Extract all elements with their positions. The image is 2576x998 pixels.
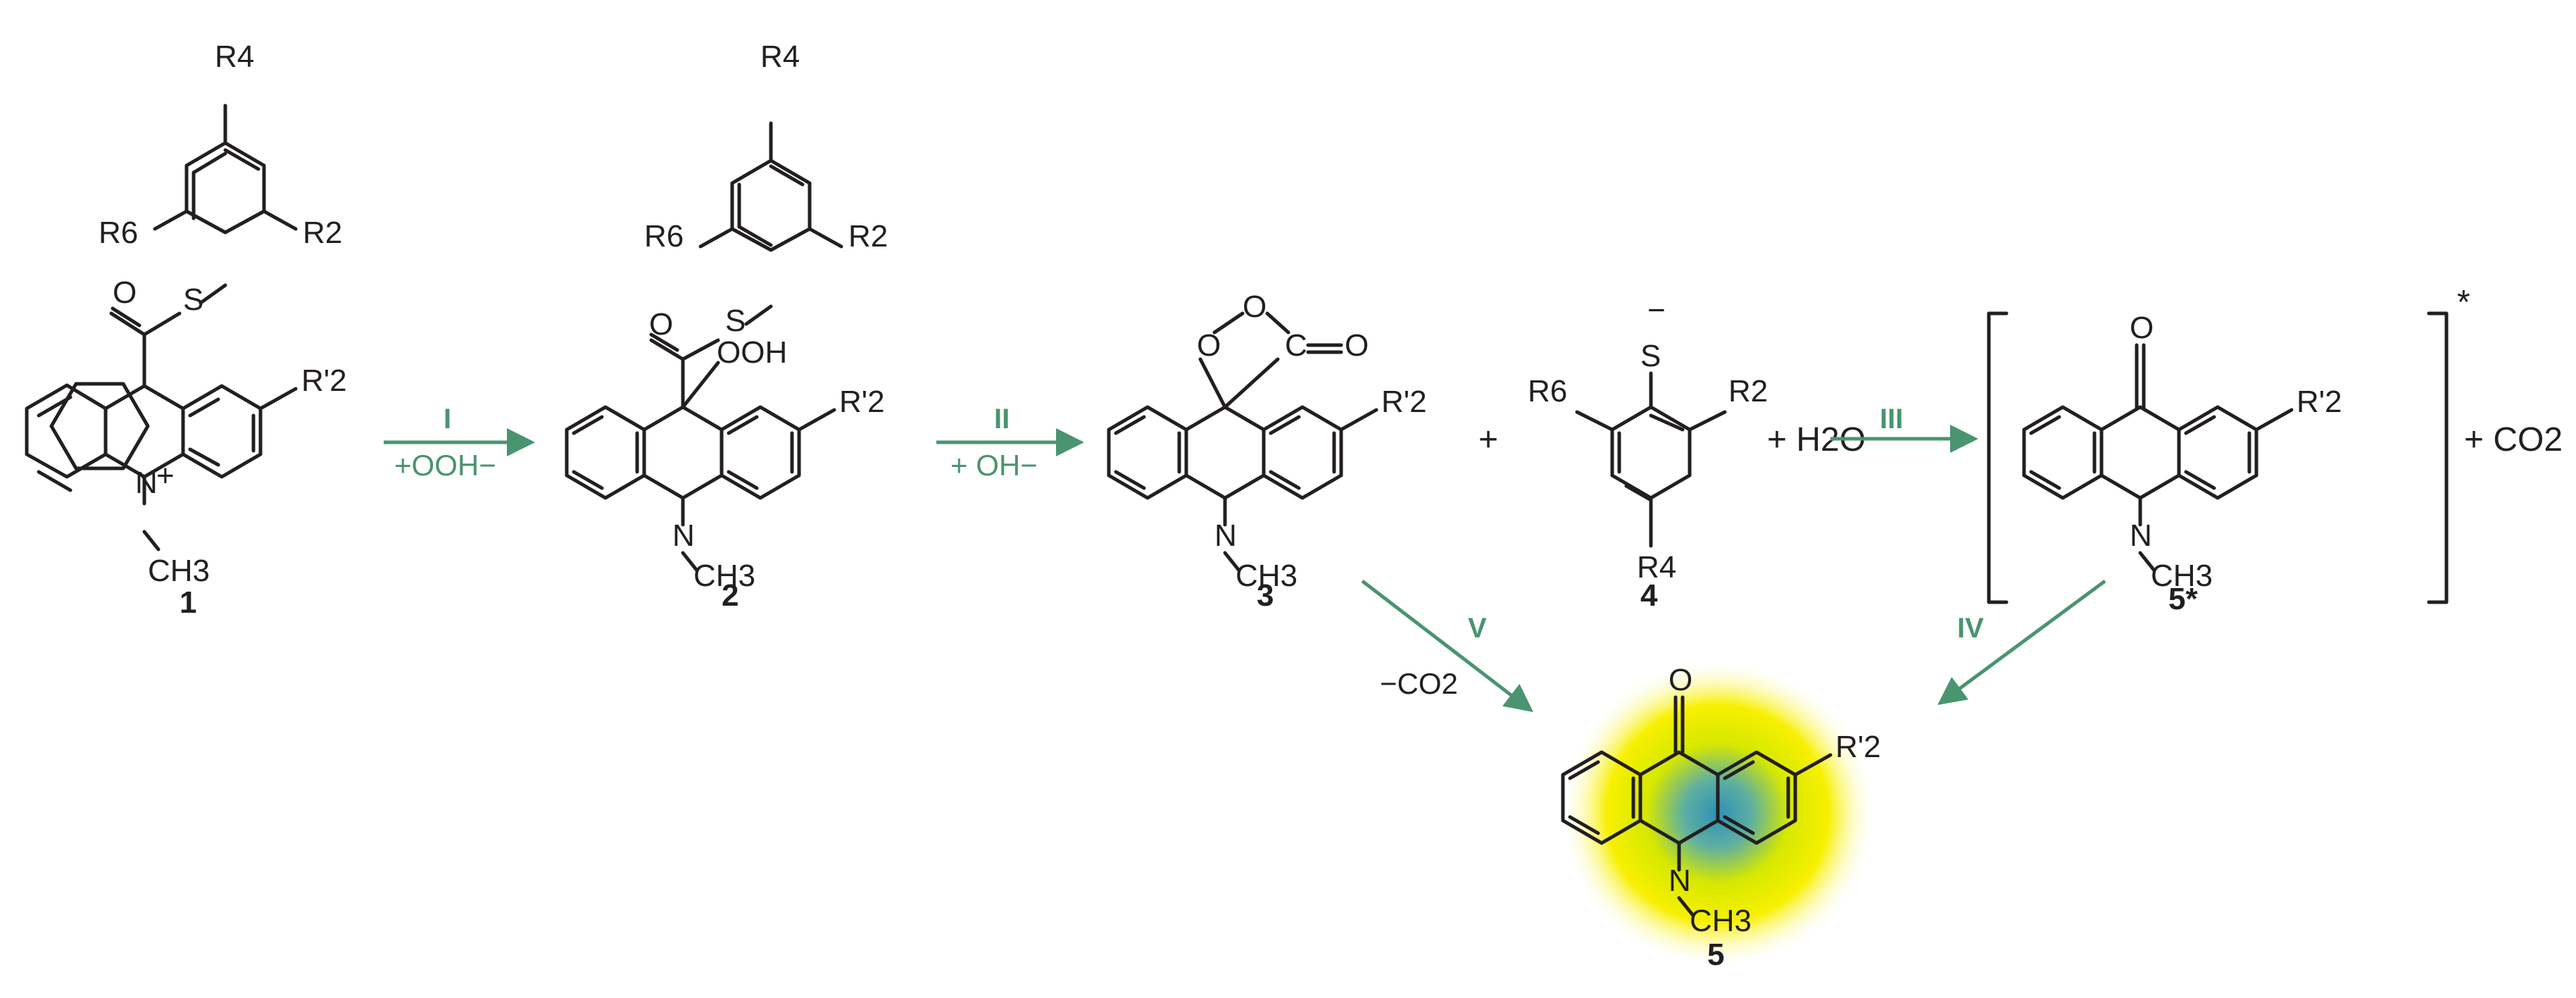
step-V-label: V (1468, 613, 1487, 644)
c3-carbonyl-c: C (1285, 328, 1307, 363)
c2-sulfur: S (725, 304, 746, 338)
step-III: III (1830, 404, 1978, 453)
c5star-ch3: CH3 (2151, 559, 2213, 593)
c2-r2: R2 (848, 219, 888, 254)
c5-o: O (1669, 663, 1692, 697)
c4-r2: R2 (1728, 374, 1768, 408)
c3-ch3: CH3 (1236, 559, 1298, 593)
plus-3-4: + (1478, 421, 1498, 459)
c3-ring-o2: O (1243, 289, 1267, 324)
c5star-o: O (2130, 311, 2154, 345)
step-IV-label: IV (1957, 613, 1984, 644)
c1-number: 1 (180, 585, 196, 620)
plus-co2: + CO2 (2464, 421, 2563, 459)
step-III-label: III (1880, 404, 1903, 435)
step-II-reagent: + OH− (950, 449, 1038, 482)
c3-ring-o1: O (1197, 328, 1221, 363)
c5star-r2prime: R'2 (2297, 385, 2342, 419)
c1-r6: R6 (99, 216, 138, 250)
c1-r2: R2 (303, 216, 342, 250)
c1-n: N (135, 466, 158, 500)
c4-charge: − (1647, 293, 1666, 328)
step-II: II + OH− (936, 404, 1084, 482)
c2-ch3: CH3 (693, 559, 755, 593)
compound-1-bonds (25, 104, 298, 551)
c5-number: 5 (1707, 937, 1724, 972)
c5-ch3: CH3 (1690, 904, 1752, 938)
compound-1 (25, 104, 298, 551)
step-IV: IV (1937, 579, 2106, 705)
c4-number: 4 (1640, 578, 1658, 613)
c2-n: N (672, 518, 695, 553)
c2-r6: R6 (644, 219, 684, 254)
step-II-label: II (994, 404, 1010, 435)
c2-r2prime: R'2 (839, 385, 885, 419)
c3-n: N (1214, 518, 1237, 553)
c1-sulfur: S (183, 282, 203, 317)
arrow-V (1361, 580, 1533, 713)
c5-r2prime: R'2 (1835, 730, 1881, 764)
c3-r2prime: R'2 (1381, 385, 1427, 419)
compound-3: O O C O R'2 N CH3 3 (1107, 289, 1427, 613)
c2-carbonyl-o: O (649, 307, 673, 342)
step-I: I +OOH− (384, 404, 535, 482)
c4-r4: R4 (1637, 550, 1676, 585)
c1-ch3: CH3 (148, 554, 210, 588)
c2-number: 2 (722, 578, 739, 613)
c5-n: N (1669, 863, 1691, 898)
arrow-IV (1937, 579, 2106, 705)
compound-1-labels: O S R4 R6 R2 R'2 N + CH3 1 (99, 39, 347, 620)
compound-2: O S OOH R4 R6 R2 R'2 N CH3 2 (565, 39, 888, 613)
step-V: V −CO2 (1361, 580, 1533, 713)
c4-s: S (1640, 339, 1661, 373)
c1-charge: + (156, 459, 175, 493)
c1-r2prime: R'2 (301, 363, 347, 398)
c2-ooh: OOH (717, 335, 787, 370)
c5star-excited-mark: * (2457, 284, 2470, 321)
c4-r6: R6 (1528, 374, 1567, 408)
compound-5-star: O R'2 N CH3 5* * (1987, 284, 2470, 616)
compound-5: O R'2 N CH3 5 (1559, 659, 1881, 972)
c5star-n: N (2130, 518, 2152, 553)
step-I-label: I (444, 404, 451, 435)
step-I-reagent: +OOH− (394, 449, 496, 482)
c3-number: 3 (1257, 578, 1274, 613)
c1-r4: R4 (215, 39, 254, 74)
compound-4: S − R6 R2 R4 4 (1528, 293, 1768, 613)
c5star-number: 5* (2168, 582, 2198, 616)
c2-r4: R4 (760, 39, 800, 74)
c3-carbonyl-o: O (1345, 328, 1369, 363)
c1-carbonyl-o: O (113, 275, 137, 310)
step-V-reagent: −CO2 (1380, 667, 1458, 700)
